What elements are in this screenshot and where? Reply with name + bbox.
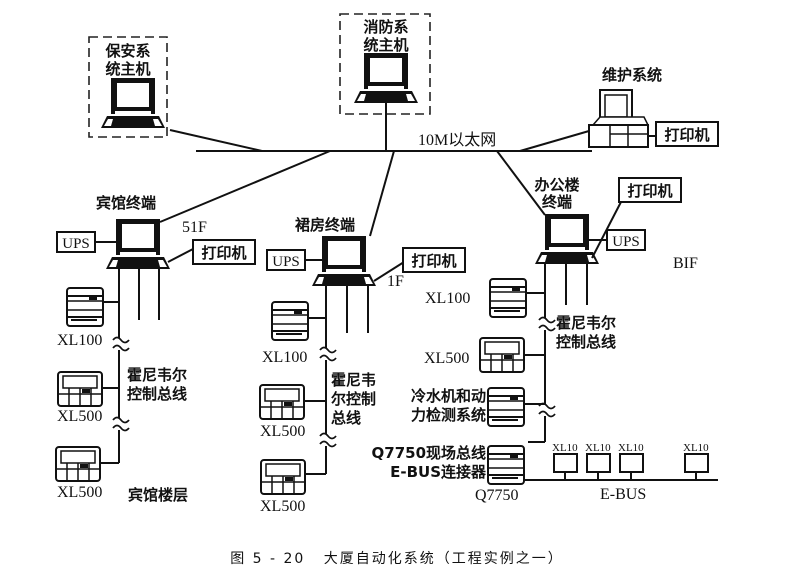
xl100-controller-icon <box>489 278 527 318</box>
hotel-terminal: 宾馆终端 51F UPS 打印机 <box>56 150 331 320</box>
podium-terminal-label: 裙房终端 <box>295 216 355 234</box>
xl10-label: XL10 <box>552 442 578 454</box>
security-host-label-2: 统主机 <box>105 60 150 78</box>
printer-label: 打印机 <box>627 182 672 200</box>
bus-label: 霍尼韦 <box>331 371 376 389</box>
q7750-connector-icon <box>487 445 525 485</box>
figure-caption: 图 5 - 20 大厦自动化系统（工程实例之一） <box>0 548 794 568</box>
fire-host-label-2: 统主机 <box>363 36 408 54</box>
hotel-floors-label: 宾馆楼层 <box>128 486 188 504</box>
hotel-terminal-label: 宾馆终端 <box>96 194 156 212</box>
office-floor-label: BIF <box>673 255 698 272</box>
office-terminal-label-1: 办公楼 <box>534 176 579 194</box>
xl500-controller-icon <box>55 446 101 482</box>
q7750-model-label: Q7750 <box>475 487 519 504</box>
bus-label: 控制总线 <box>127 385 187 403</box>
xl10-device-icon <box>586 453 611 473</box>
q7750-label-1: Q7750现场总线 <box>372 444 487 462</box>
security-host-label-1: 保安系 <box>104 42 150 60</box>
xl500-controller-icon <box>57 371 103 407</box>
figure-number: 图 5 - 20 <box>230 551 306 567</box>
hotel-floor-label: 51F <box>182 219 207 236</box>
office-terminal: 办公楼 终端 UPS 打印机 BIF <box>496 150 698 305</box>
automation-diagram: 10M以太网 保安系 统主机 消防系 统主机 维护系统 打印机 宾馆终端 51F <box>55 13 719 515</box>
xl10-label: XL10 <box>683 442 709 454</box>
maintenance-host: 维护系统 打印机 <box>519 66 719 152</box>
chiller-label-1: 冷水机和动 <box>411 387 486 405</box>
office-terminal-label-2: 终端 <box>542 193 572 211</box>
ethernet-label: 10M以太网 <box>418 131 496 149</box>
xl500-controller-icon <box>479 337 525 373</box>
device-label: XL100 <box>425 290 470 307</box>
xl100-controller-icon <box>271 301 309 341</box>
device-label: XL100 <box>262 349 307 366</box>
bus-label: 霍尼韦尔 <box>127 366 187 384</box>
ups-label: UPS <box>62 236 90 252</box>
chiller-label-2: 力检测系统 <box>411 406 486 424</box>
xl500-controller-icon <box>260 459 306 495</box>
podium-floor-label: 1F <box>387 273 404 290</box>
device-label: XL500 <box>57 484 102 501</box>
device-label: XL500 <box>260 423 305 440</box>
ups-label: UPS <box>272 254 300 270</box>
podium-floor-bus: XL100 XL500 XL500 霍尼韦 尔控制 总线 <box>259 286 376 515</box>
maintenance-printer-box <box>655 121 719 147</box>
computer-icon <box>101 78 165 128</box>
maintenance-label: 维护系统 <box>602 66 662 84</box>
printer-label: 打印机 <box>201 244 246 262</box>
ebus-label: E-BUS <box>600 486 646 503</box>
hotel-floor-bus: XL100 XL500 XL500 霍尼韦尔 控制总线 宾馆楼层 <box>55 269 188 504</box>
xl500-controller-icon <box>259 384 305 420</box>
bus-label: 控制总线 <box>556 333 616 351</box>
xl10-device-icon <box>553 453 578 473</box>
device-label: XL100 <box>57 332 102 349</box>
xl10-label: XL10 <box>585 442 611 454</box>
xl10-label: XL10 <box>618 442 644 454</box>
bus-label: 总线 <box>331 409 361 427</box>
office-floor-bus: XL100 XL500 霍尼韦尔 控制总线 冷水机和动 力检测系统 Q7750现… <box>372 264 718 504</box>
xl10-device-icon <box>619 453 644 473</box>
xl100-controller-icon <box>66 287 104 327</box>
device-label: XL500 <box>424 350 469 367</box>
device-label: XL500 <box>260 498 305 515</box>
bus-label: 霍尼韦尔 <box>556 314 616 332</box>
printer-label: 打印机 <box>411 252 456 270</box>
security-host: 保安系 统主机 <box>88 36 263 152</box>
chiller-controller-icon <box>487 387 525 427</box>
fire-host: 消防系 统主机 <box>339 13 431 151</box>
figure-title: 大厦自动化系统（工程实例之一） <box>323 551 564 567</box>
printer-label: 打印机 <box>664 126 709 144</box>
fire-host-label-1: 消防系 <box>363 18 408 36</box>
computer-icon <box>354 53 418 103</box>
bus-label: 尔控制 <box>331 390 376 408</box>
device-label: XL500 <box>57 408 102 425</box>
q7750-label-2: E-BUS连接器 <box>390 463 487 481</box>
ups-label: UPS <box>612 234 640 250</box>
xl10-device-icon <box>684 453 709 473</box>
computer-icon <box>106 219 170 269</box>
